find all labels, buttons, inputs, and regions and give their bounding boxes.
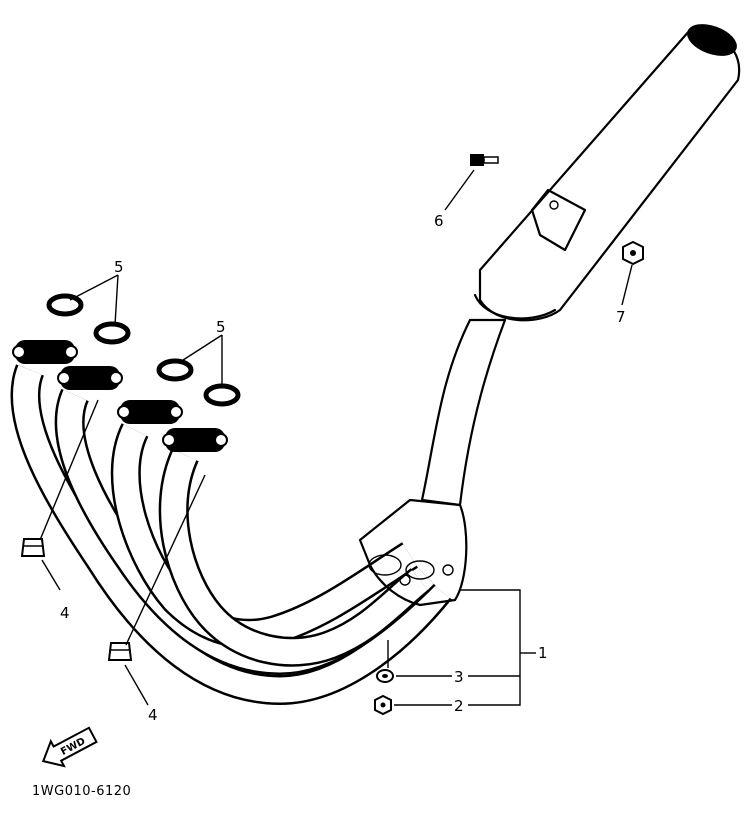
muffler-bracket xyxy=(530,188,587,252)
nut-4a xyxy=(20,538,46,557)
callout-labels: 1 2 3 4 4 5 5 6 7 xyxy=(60,212,626,724)
muffler-end-cap xyxy=(687,24,737,56)
collector-outlet-2 xyxy=(405,560,435,580)
fwd-arrow-icon xyxy=(41,726,98,768)
flange-2 xyxy=(57,366,123,390)
header-pipe-1-fill xyxy=(13,365,450,703)
muffler-bracket-hole xyxy=(549,200,559,210)
hardware xyxy=(20,154,644,716)
callout-4a: 4 xyxy=(60,604,70,622)
muffler-body xyxy=(478,28,741,322)
callout-1: 1 xyxy=(538,644,548,662)
gasket-4 xyxy=(203,383,241,407)
flange-3 xyxy=(117,400,183,424)
callout-5b: 5 xyxy=(216,318,226,336)
flange-4 xyxy=(162,428,228,452)
bolt-2 xyxy=(374,694,392,716)
header-pipes xyxy=(10,364,452,705)
callout-2: 2 xyxy=(454,697,464,715)
part-number: 1WG010-6120 xyxy=(32,784,131,799)
flange-1 xyxy=(12,340,78,364)
gasket-2 xyxy=(93,321,131,345)
muffler-inlet-band xyxy=(473,293,557,320)
gasket-3 xyxy=(156,358,194,382)
muffler xyxy=(473,24,741,322)
gasket-1 xyxy=(46,293,84,317)
gaskets xyxy=(46,293,241,407)
callout-7: 7 xyxy=(616,308,626,326)
bolt-6 xyxy=(470,154,499,166)
header-pipe-4-fill xyxy=(161,449,428,665)
exhaust-flanges xyxy=(12,340,228,452)
nut-7 xyxy=(622,240,644,266)
callout-5a: 5 xyxy=(114,258,124,276)
callout-3: 3 xyxy=(454,668,464,686)
collector-bolt-hole xyxy=(442,564,454,576)
fwd-arrow: FWD xyxy=(41,726,98,768)
leader-lines xyxy=(39,169,633,706)
collector-outlet-1 xyxy=(368,554,402,576)
nut-4b xyxy=(107,642,133,661)
mid-pipe xyxy=(420,318,507,507)
washer-3 xyxy=(376,669,394,683)
callout-6: 6 xyxy=(434,212,444,230)
collector-body xyxy=(358,498,468,607)
callout-4b: 4 xyxy=(148,706,158,724)
collector xyxy=(358,318,507,607)
collector-bolt-hole xyxy=(399,574,411,586)
